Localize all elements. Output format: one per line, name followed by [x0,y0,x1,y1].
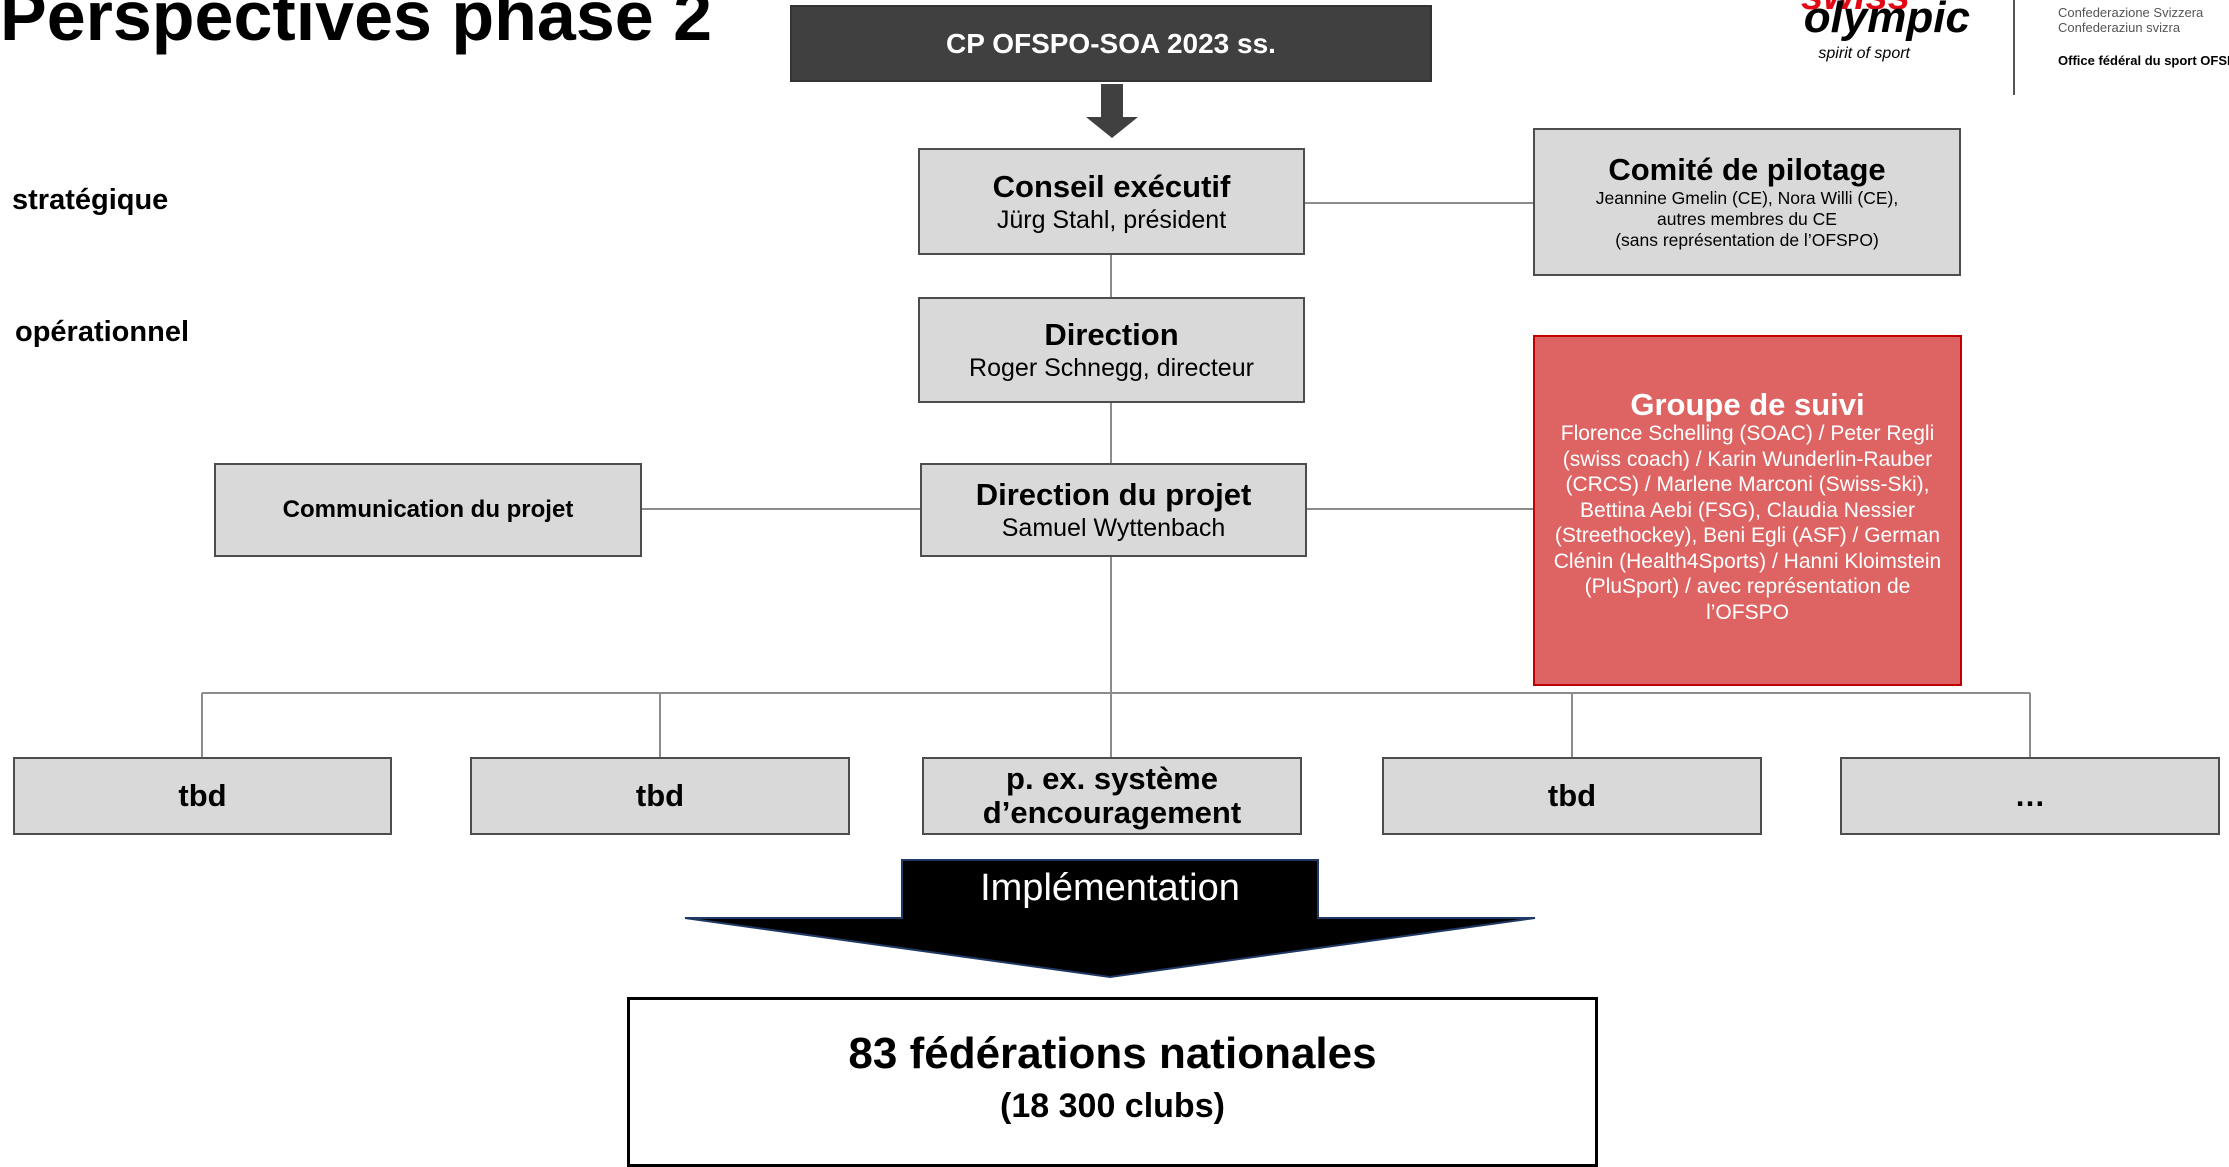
monitoring-group-line-5: (Streethockey), Beni Egli (ASF) / German [1554,524,1941,547]
monitoring-group-line-3: (CRCS) / Marlene Marconi (Swiss-Ski), [1565,473,1930,496]
direction-title: Direction [1044,317,1179,352]
workstream-label-1: tbd [178,778,227,813]
workstream-label-3a: p. ex. système [1006,761,1218,796]
direction-person: Roger Schnegg, directeur [969,354,1254,382]
federal-line-2: Confederaziun svizra [2058,20,2181,35]
level-operational-label: opérationnel [15,316,190,348]
result-subtitle: (18 300 clubs) [1000,1087,1225,1125]
workstream-label-3b: d’encouragement [982,795,1242,830]
workstream-box-1: tbd [13,757,392,835]
workstream-box-2: tbd [470,757,850,835]
logo-brand: olympic [1803,0,1970,42]
federal-office-name: Office fédéral du sport OFSPO [2058,53,2229,68]
federal-line-1: Confederazione Svizzera [2058,5,2204,20]
page-title: Perspectives phase 2 [0,0,713,55]
monitoring-group-line-4: Bettina Aebi (FSG), Claudia Nessier [1580,498,1915,522]
monitoring-group-line-8: l’OFSPO [1706,600,1789,624]
workstream-box-4: tbd [1382,757,1762,835]
logo-divider [2013,0,2015,95]
steering-committee-line-3: (sans représentation de l’OFSPO) [1615,230,1879,250]
steering-committee-line-1: Jeannine Gmelin (CE), Nora Willi (CE), [1595,188,1899,208]
project-communication-box: Communication du projet [214,463,642,557]
executive-council-title: Conseil exécutif [992,168,1231,204]
monitoring-group-line-1: Florence Schelling (SOAC) / Peter Regli [1560,422,1935,445]
logo-brand-top: swiss [1801,0,1910,16]
steering-committee-line-2: autres membres du CE [1657,209,1837,229]
steering-committee-box: Comité de pilotage Jeannine Gmelin (CE),… [1533,128,1961,276]
banner-down-arrow [1086,84,1138,138]
logo-tagline: spirit of sport [1818,45,1910,62]
implementation-arrow [684,859,1536,979]
workstream-label-4: tbd [1547,778,1597,813]
result-box: 83 fédérations nationales (18 300 clubs) [627,997,1598,1167]
project-banner-label: CP OFSPO-SOA 2023 ss. [946,27,1276,59]
level-strategic-label: stratégique [12,184,169,216]
project-direction-person: Samuel Wyttenbach [1001,514,1226,542]
monitoring-group-line-7: (PluSport) / avec représentation de [1584,575,1911,598]
project-direction-box: Direction du projet Samuel Wyttenbach [920,463,1307,557]
monitoring-group-line-6: Clénin (Health4Sports) / Hanni Kloimstei… [1553,549,1942,573]
steering-committee-title: Comité de pilotage [1608,152,1886,187]
implementation-label: Implémentation [980,867,1240,909]
swiss-olympic-logo: swiss olympic spirit of sport [1640,0,1980,70]
workstream-label-2: tbd [635,778,685,813]
workstream-label-5: … [2014,778,2046,813]
workstream-box-3: p. ex. système d’encouragement [922,757,1302,835]
project-direction-title: Direction du projet [975,477,1252,512]
monitoring-group-box: Groupe de suivi Florence Schelling (SOAC… [1533,335,1962,686]
result-title: 83 fédérations nationales [848,1029,1377,1078]
workstream-box-5: … [1840,757,2220,835]
monitoring-group-title: Groupe de suivi [1630,387,1865,422]
project-communication-title: Communication du projet [282,496,574,523]
direction-box: Direction Roger Schnegg, directeur [918,297,1305,403]
project-banner: CP OFSPO-SOA 2023 ss. [790,5,1432,82]
executive-council-box: Conseil exécutif Jürg Stahl, président [918,148,1305,255]
federal-office-block: Confederazione Svizzera Confederaziun sv… [2058,0,2229,90]
executive-council-person: Jürg Stahl, président [996,205,1227,234]
monitoring-group-line-2: (swiss coach) / Karin Wunderlin-Rauber [1562,447,1933,471]
